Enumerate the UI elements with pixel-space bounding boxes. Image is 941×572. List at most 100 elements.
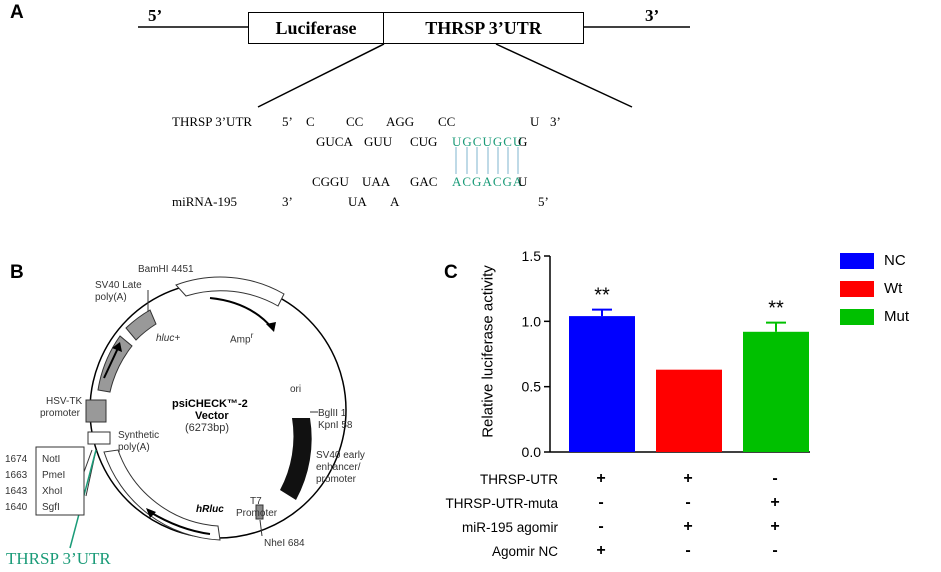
hsvtk-label: HSV-TK	[46, 396, 83, 407]
luciferase-box: Luciferase	[248, 12, 384, 44]
top-paired-tail: G	[518, 134, 528, 149]
legend-swatch	[840, 252, 874, 269]
bottom-paired-3: GAC	[410, 174, 438, 189]
legend-swatch	[840, 280, 874, 297]
condition-sign: -	[685, 494, 691, 511]
y-axis-label: Relative luciferase activity	[479, 265, 497, 438]
top-unpaired-3: AGG	[386, 114, 415, 129]
condition-sign: +	[770, 518, 780, 535]
y-tick-label: 0.5	[522, 379, 542, 395]
site-pos-4: 1640	[5, 502, 28, 513]
bar-mut	[743, 331, 809, 452]
vector-word: Vector	[195, 410, 229, 422]
panel-c-letter: C	[444, 262, 458, 283]
bglii-label: BglII 1	[318, 408, 347, 419]
t7-promoter-label: Promoter	[236, 508, 278, 519]
site-names: NotI PmeI XhoI SgfI	[42, 452, 65, 516]
plasmid-map	[35, 276, 347, 549]
legend-label: Mut	[884, 308, 910, 325]
condition-label: miR-195 agomir	[461, 520, 558, 535]
condition-sign: +	[683, 470, 693, 487]
site-name-4: SgfI	[42, 502, 60, 513]
condition-sign: -	[772, 470, 778, 487]
site-name-3: XhoI	[42, 486, 63, 497]
legend-item: Wt	[840, 280, 909, 297]
bottom-unpaired-2: A	[390, 194, 400, 209]
top-unpaired-5: U	[530, 114, 540, 129]
condition-sign: +	[596, 470, 606, 487]
legend-item: Mut	[840, 308, 909, 325]
significance-label: **	[768, 298, 784, 320]
bar-chart: 0.0 0.5 1.0 1.5 ** **	[522, 248, 810, 460]
nhei-label: NheI 684	[264, 538, 305, 549]
top-unpaired-4: CC	[438, 114, 456, 129]
hluc-label: hluc+	[156, 333, 181, 344]
three-prime-label: 3’	[645, 6, 660, 25]
top-paired-1: GUCA	[316, 134, 353, 149]
vector-size: (6273bp)	[185, 422, 230, 434]
vector-name: psiCHECK™-2	[172, 398, 248, 410]
mirna-5prime: 5’	[538, 194, 549, 209]
site-name-1: NotI	[42, 454, 61, 465]
top-paired-2: GUU	[364, 134, 393, 149]
t7-label: T7	[250, 496, 262, 507]
five-prime-label: 5’	[148, 6, 163, 25]
condition-sign: -	[598, 518, 604, 535]
thrsp-seq-label: THRSP 3’UTR	[172, 114, 253, 129]
bar-nc	[569, 316, 635, 452]
panel-a-letter: A	[10, 2, 24, 23]
insert-label: THRSP 3’UTR	[6, 549, 111, 568]
hsvtk-promoter-label: promoter	[40, 408, 81, 419]
kpni-label: KpnI 58	[318, 420, 353, 431]
synthetic-polya-label: poly(A)	[118, 442, 150, 453]
condition-sign: +	[770, 494, 780, 511]
bottom-paired-seed: ACGACGA	[452, 174, 524, 189]
condition-label: THRSP-UTR	[480, 472, 558, 487]
sv40-late-polya-label: poly(A)	[95, 292, 127, 303]
bottom-paired-2: UAA	[362, 174, 391, 189]
top-unpaired-2: CC	[346, 114, 364, 129]
mirna-label: miRNA-195	[172, 194, 237, 209]
condition-sign: -	[772, 542, 778, 559]
bottom-paired-tail: U	[518, 174, 528, 189]
y-tick-label: 1.5	[522, 248, 542, 264]
sv40-late-label: SV40 Late	[95, 280, 142, 291]
sv40-early-line3: promoter	[316, 474, 357, 485]
y-tick-label: 0.0	[522, 444, 542, 460]
legend-label: Wt	[884, 280, 903, 297]
y-tick-label: 1.0	[522, 313, 542, 329]
top-unpaired-1: C	[306, 114, 315, 129]
site-pos-1: 1674	[5, 454, 28, 465]
thrsp-5prime: 5’	[282, 114, 293, 129]
sv40-early-line2: enhancer/	[316, 462, 361, 473]
bamhi-label: BamHI 4451	[138, 264, 194, 275]
mirna-3prime: 3’	[282, 194, 293, 209]
significance-label: **	[594, 285, 610, 307]
condition-label: Agomir NC	[491, 544, 558, 559]
panel-a-lines	[138, 26, 690, 174]
utr-box: THRSP 3’UTR	[383, 12, 584, 44]
top-paired-3: CUG	[410, 134, 438, 149]
synthetic-label: Synthetic	[118, 430, 160, 441]
condition-sign: -	[685, 542, 691, 559]
condition-sign: -	[598, 494, 604, 511]
condition-sign: +	[683, 518, 693, 535]
sv40-early-line1: SV40 early	[316, 450, 365, 461]
site-positions: 1674 1663 1643 1640	[5, 452, 27, 516]
legend-label: NC	[884, 252, 906, 269]
site-pos-2: 1663	[5, 470, 28, 481]
top-paired-seed: UGCUGCU	[452, 134, 524, 149]
hrluc-label: hRluc	[196, 504, 224, 515]
conditions-table: THRSP-UTR + + - THRSP-UTR-muta - - + miR-195 ago…	[400, 470, 900, 572]
bar-wt	[656, 369, 722, 452]
ori-label: ori	[290, 384, 302, 395]
bottom-paired-1: CGGU	[312, 174, 349, 189]
site-name-2: PmeI	[42, 470, 66, 481]
utr-label: THRSP 3’UTR	[425, 17, 542, 38]
luciferase-label: Luciferase	[275, 17, 357, 38]
top-3prime: 3’	[550, 114, 561, 129]
condition-sign: +	[596, 542, 606, 559]
condition-label: THRSP-UTR-muta	[445, 496, 558, 511]
amp-label: Ampr	[230, 330, 254, 346]
